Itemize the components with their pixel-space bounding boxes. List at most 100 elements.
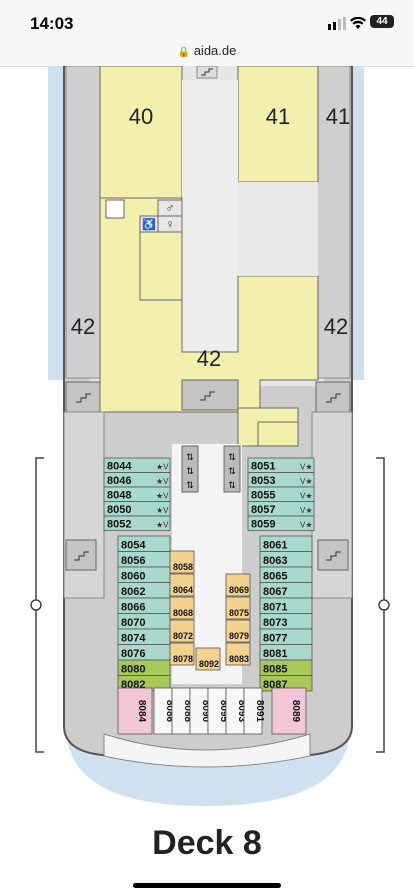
service-room — [105, 199, 125, 219]
cabin-number: 8071 — [263, 602, 287, 614]
cabin-number: 8078 — [173, 654, 193, 664]
cabin-8065[interactable]: 8065 — [259, 566, 313, 583]
svg-text:⇅: ⇅ — [186, 466, 194, 476]
cabin-8054[interactable]: 8054 — [117, 535, 171, 552]
cabin-8046[interactable]: 8046★V — [103, 472, 171, 488]
stair-lobby-left — [65, 381, 101, 413]
cabin-number: 8070 — [121, 617, 145, 629]
cabin-8064[interactable]: 8064 — [169, 573, 195, 597]
cabin-8079[interactable]: 8079 — [225, 619, 251, 643]
address-bar[interactable]: 🔒 aida.de — [0, 40, 414, 67]
cabin-8085[interactable]: 8085 — [259, 659, 313, 676]
cabin-8066[interactable]: 8066 — [117, 597, 171, 614]
cabin-number: 8080 — [121, 664, 145, 676]
cabin-8072[interactable]: 8072 — [169, 619, 195, 643]
cabin-8052[interactable]: 8052 ★V — [103, 515, 171, 531]
cabin-number: 8058 — [173, 562, 193, 572]
cabin-8056[interactable]: 8056 — [117, 551, 171, 568]
cabin-8061[interactable]: 8061 — [259, 535, 313, 552]
cabin-number: 8091 — [254, 700, 265, 723]
cabin-8086[interactable]: 8086 — [153, 687, 175, 735]
area-41[interactable] — [237, 66, 319, 183]
cabin-8068[interactable]: 8068 — [169, 596, 195, 620]
service-area-right — [238, 182, 318, 276]
cabin-8051[interactable]: 8051 V★ — [247, 457, 315, 473]
cabin-number: 8060 — [121, 571, 145, 583]
cabin-number: 8065 — [263, 571, 287, 583]
cabin-8081[interactable]: 8081 — [259, 644, 313, 661]
cabin-number: 8046 — [107, 475, 131, 487]
stairs-icon — [326, 393, 341, 403]
cabin-8050[interactable]: 8050★V — [103, 501, 171, 517]
cabin-number: 8076 — [121, 648, 145, 660]
cabin-number: 8086 — [164, 700, 175, 723]
cabin-8073[interactable]: 8073 — [259, 613, 313, 630]
svg-text:⇅: ⇅ — [186, 452, 194, 462]
cabin-8048[interactable]: 8048★V — [103, 486, 171, 502]
cabin-8069[interactable]: 8069 — [225, 573, 251, 597]
cabin-8070[interactable]: 8070 — [117, 613, 171, 630]
area-40-label: 40 — [129, 104, 153, 129]
cabin-number: 8057 — [251, 504, 275, 516]
home-indicator[interactable] — [133, 883, 281, 888]
cabin-number: 8074 — [121, 633, 146, 645]
cabin-8044[interactable]: 8044★V — [103, 457, 171, 473]
balcony-icon: ★V — [156, 521, 169, 530]
cabin-number: 8085 — [263, 664, 287, 676]
cabin-number: 8063 — [263, 555, 287, 567]
cabin-8080[interactable]: 8080 — [117, 659, 171, 676]
deck-plan[interactable]: 40 41 41 42 42 42 ♂ ♿ ♀ ⇅ ⇅ ⇅ ⇅ ⇅ ⇅ 8044… — [0, 66, 414, 886]
cabin-number: 8072 — [173, 631, 193, 641]
cabin-8062[interactable]: 8062 — [117, 582, 171, 599]
cabin-8092[interactable]: 8092 — [195, 647, 221, 671]
balcony-icon: V★ — [300, 506, 313, 515]
cabin-number: 8088 — [182, 700, 193, 723]
cabin-8075[interactable]: 8075 — [225, 596, 251, 620]
cabin-8083[interactable]: 8083 — [225, 642, 251, 666]
cabin-8091[interactable]: 8091 — [243, 687, 265, 735]
cabin-number: 8056 — [121, 555, 145, 567]
cabin-8067[interactable]: 8067 — [259, 582, 313, 599]
cabin-number: 8073 — [263, 617, 287, 629]
stairs-icon — [76, 393, 91, 403]
url-row[interactable]: 🔒 aida.de — [0, 43, 414, 58]
cabin-8071[interactable]: 8071 — [259, 597, 313, 614]
deck-title: Deck 8 — [152, 824, 262, 862]
cabin-8074[interactable]: 8074 — [117, 628, 171, 645]
cabin-8076[interactable]: 8076 — [117, 644, 171, 661]
cabin-number: 8083 — [229, 654, 249, 664]
balcony-icon: V★ — [300, 463, 313, 472]
accessible-icon: ♿ — [142, 218, 156, 231]
cabin-8089[interactable]: 8089 — [271, 687, 307, 735]
cabin-number: 8084 — [136, 700, 147, 723]
cabin-8058[interactable]: 8058 — [169, 550, 195, 574]
cabin-8077[interactable]: 8077 — [259, 628, 313, 645]
cabin-8084[interactable]: 8084 — [117, 687, 153, 735]
cabin-8063[interactable]: 8063 — [259, 551, 313, 568]
svg-text:⇅: ⇅ — [228, 452, 236, 462]
cabin-number: 8069 — [229, 585, 249, 595]
cabin-8087[interactable]: 8087 — [259, 675, 313, 692]
area-42-center-label: 42 — [197, 346, 221, 371]
cabin-number: 8052 — [107, 519, 131, 531]
cabin-8060[interactable]: 8060 — [117, 566, 171, 583]
cabin-number: 8067 — [263, 586, 287, 598]
cabin-number: 8089 — [290, 700, 301, 723]
cabin-8078[interactable]: 8078 — [169, 642, 195, 666]
cabin-number: 8051 — [251, 461, 275, 473]
cabin-number: 8055 — [251, 490, 275, 502]
lock-icon: 🔒 — [177, 47, 191, 58]
central-corridor — [182, 80, 238, 352]
area-40[interactable] — [99, 66, 183, 199]
cabin-8057[interactable]: 8057 V★ — [247, 501, 315, 517]
cabin-number: 8059 — [251, 519, 275, 531]
anchor-ring-icon — [30, 599, 42, 611]
balcony-icon: ★V — [156, 506, 169, 515]
status-time: 14:03 — [30, 14, 74, 33]
svg-text:⇅: ⇅ — [228, 480, 236, 490]
cabin-8090[interactable]: 8090 — [189, 687, 211, 735]
